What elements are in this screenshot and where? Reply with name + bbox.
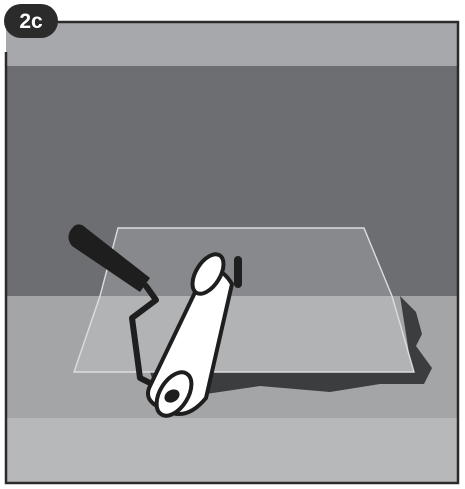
wall-peg	[234, 256, 242, 288]
floor-front	[6, 418, 458, 483]
step-badge: 2c	[4, 4, 58, 38]
step-badge-label: 2c	[19, 10, 43, 33]
sheet-on-floor	[74, 296, 414, 372]
